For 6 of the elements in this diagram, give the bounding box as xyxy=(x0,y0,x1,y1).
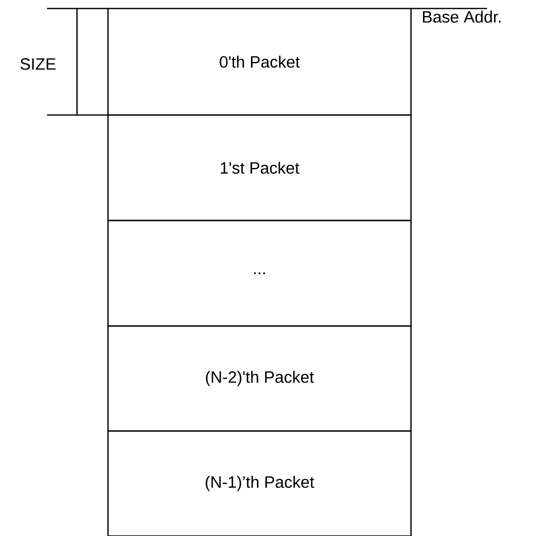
size-label: SIZE xyxy=(20,58,56,70)
packet-box: (N-1)’th Packet xyxy=(107,430,412,536)
packet-box: 1'st Packet xyxy=(107,114,412,222)
packet-box: 0'th Packet xyxy=(107,8,412,116)
packet-box: ... xyxy=(107,220,412,327)
packet-box: (N-2)'th Packet xyxy=(107,325,412,432)
